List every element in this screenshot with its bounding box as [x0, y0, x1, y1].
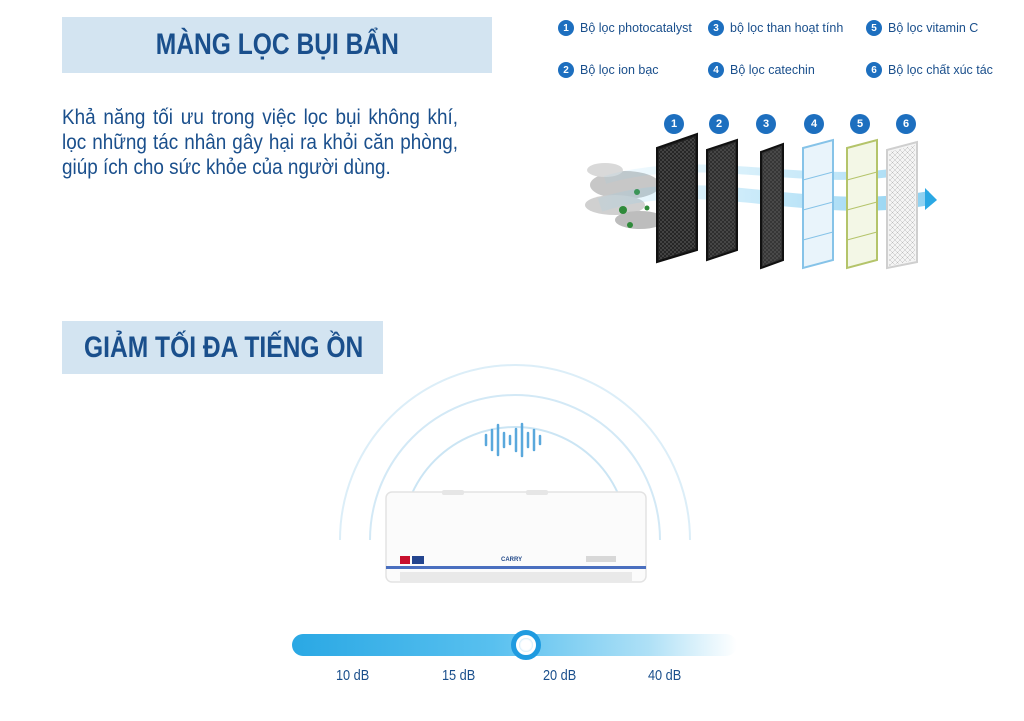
legend-label: Bộ lọc vitamin C — [888, 21, 979, 35]
db-label-10: 10 dB — [335, 667, 370, 684]
air-conditioner-illustration: CARRY — [330, 340, 700, 610]
legend-label: Bộ lọc chất xúc tác — [888, 63, 993, 77]
filter-layers-illustration: 1 2 3 4 5 6 — [585, 110, 955, 295]
sound-waves-and-unit — [339, 364, 691, 583]
filter-section-title: MÀNG LỌC BỤI BẨN — [155, 28, 399, 61]
layer-number-badge: 4 — [804, 114, 824, 134]
filter-layers-graphic — [585, 132, 937, 270]
legend-item-5: 5 Bộ lọc vitamin C — [866, 20, 978, 36]
db-label-15: 15 dB — [441, 667, 476, 684]
layer-number-badge: 1 — [664, 114, 684, 134]
layer-number-badge: 2 — [709, 114, 729, 134]
legend-badge: 6 — [866, 62, 882, 78]
legend-badge: 1 — [558, 20, 574, 36]
ac-unit-body — [385, 490, 647, 583]
legend-item-3: 3 bộ lọc than hoạt tính — [708, 20, 843, 36]
legend-item-6: 6 Bộ lọc chất xúc tác — [866, 62, 993, 78]
filter-section-title-box: MÀNG LỌC BỤI BẨN — [62, 17, 492, 73]
legend-badge: 3 — [708, 20, 724, 36]
db-label-20: 20 dB — [542, 667, 577, 684]
legend-label: Bộ lọc ion bạc — [580, 63, 659, 77]
layer-number-badge: 5 — [850, 114, 870, 134]
noise-section-title-box: GIẢM TỐI ĐA TIẾNG ỒN — [62, 321, 383, 374]
layer-number-badge: 6 — [896, 114, 916, 134]
legend-label: Bộ lọc catechin — [730, 63, 815, 77]
legend-badge: 5 — [866, 20, 882, 36]
filter-description: Khả năng tối ưu trong việc lọc bụi không… — [62, 106, 458, 179]
legend-label: Bộ lọc photocatalyst — [580, 21, 692, 35]
legend-item-2: 2 Bộ lọc ion bạc — [558, 62, 659, 78]
noise-section-title: GIẢM TỐI ĐA TIẾNG ỒN — [84, 330, 364, 364]
legend-label: bộ lọc than hoạt tính — [730, 21, 844, 35]
legend-item-4: 4 Bộ lọc catechin — [708, 62, 815, 78]
noise-level-knob[interactable] — [511, 630, 541, 660]
db-label-40: 40 dB — [647, 667, 682, 684]
layer-number-badge: 3 — [756, 114, 776, 134]
legend-badge: 2 — [558, 62, 574, 78]
legend-badge: 4 — [708, 62, 724, 78]
sound-wave-icon — [484, 422, 542, 458]
legend-item-1: 1 Bộ lọc photocatalyst — [558, 20, 692, 36]
ac-brand-label: CARRY — [501, 557, 523, 563]
